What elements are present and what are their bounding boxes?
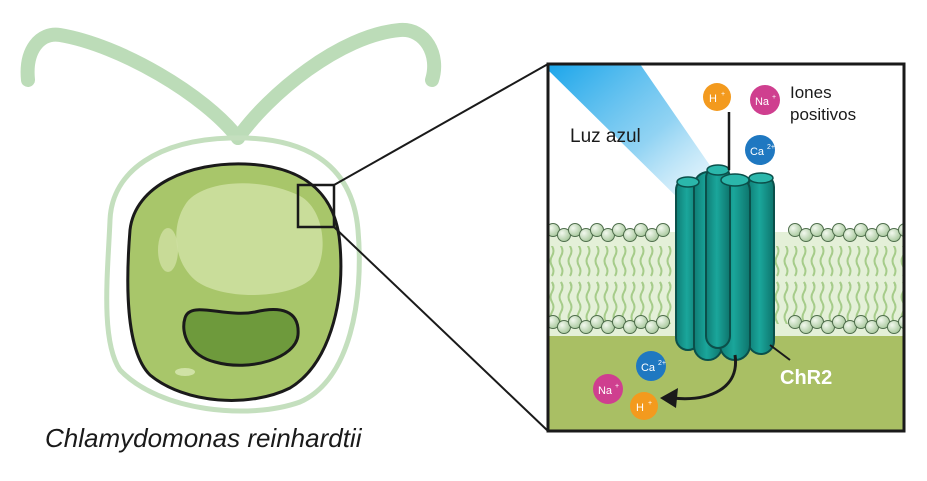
svg-text:+: + xyxy=(721,91,725,98)
lipid-head xyxy=(656,223,670,237)
chlamydomonas-cell xyxy=(20,22,442,414)
ion-outside-ca: Ca 2+ xyxy=(745,135,775,165)
chr2-channel xyxy=(675,112,791,361)
svg-text:Na: Na xyxy=(598,385,613,397)
ions-label-line1: Iones xyxy=(790,83,832,102)
ion-inside-na: Na + xyxy=(593,374,623,404)
cell-highlight-dot xyxy=(175,368,195,376)
cell-wall xyxy=(104,135,362,414)
chr2-pointer xyxy=(769,344,791,361)
ion-inside-ca: Ca 2+ xyxy=(636,351,666,381)
ion-inside-h: H + xyxy=(630,392,658,420)
flagellum-left xyxy=(20,27,245,145)
zoom-panel-border xyxy=(546,62,906,433)
organism-name: Chlamydomonas reinhardtii xyxy=(45,423,362,453)
cell-highlight xyxy=(176,183,323,295)
svg-text:Ca: Ca xyxy=(750,146,765,158)
blue-light-beam xyxy=(548,64,720,210)
svg-text:+: + xyxy=(772,94,776,101)
zoom-panel: H + Na + Ca 2+ Ca 2+ Na + H + xyxy=(548,64,904,431)
svg-text:2+: 2+ xyxy=(658,360,666,367)
zoom-box xyxy=(296,183,336,229)
svg-text:H: H xyxy=(636,402,644,414)
chr2-label: ChR2 xyxy=(780,367,832,389)
ion-flow-arrow xyxy=(671,354,738,401)
eyespot xyxy=(182,308,300,367)
svg-text:Na: Na xyxy=(755,96,770,108)
cell-highlight-small xyxy=(158,228,178,272)
ion-outside-h: H + xyxy=(703,83,731,111)
svg-text:2+: 2+ xyxy=(767,144,775,151)
svg-text:+: + xyxy=(648,400,652,407)
light-label: Luz azul xyxy=(570,126,641,147)
flagellum-right xyxy=(231,22,442,145)
ion-outside-na: Na + xyxy=(750,85,780,115)
zoom-line-bottom xyxy=(333,226,549,432)
ion-flow-arrowhead xyxy=(660,388,678,408)
svg-text:Ca: Ca xyxy=(641,362,656,374)
lipid-heads-lower xyxy=(548,315,904,334)
zoom-line-top xyxy=(333,63,549,186)
svg-text:H: H xyxy=(709,93,717,105)
lipid-head xyxy=(656,315,670,329)
svg-text:+: + xyxy=(615,383,619,390)
ions-label-line2: positivos xyxy=(790,105,856,124)
